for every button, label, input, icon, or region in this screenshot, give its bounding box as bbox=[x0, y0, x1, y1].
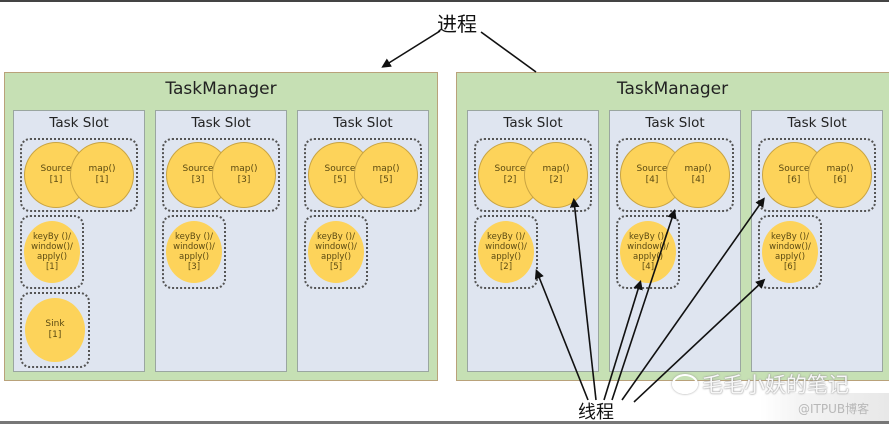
task-slot-title: Task Slot bbox=[49, 115, 109, 131]
source-map-chain: Source [3] map() [3] bbox=[162, 138, 280, 212]
keyby-window-apply-operator: keyBy ()/ window()/ apply() [2] bbox=[478, 221, 534, 283]
keyby-window-apply-operator: keyBy ()/ window()/ apply() [5] bbox=[308, 221, 364, 283]
task-slot-2: Task Slot Source [2] map() [2] keyBy ()/… bbox=[467, 110, 599, 372]
sink-group: Sink [1] bbox=[20, 292, 90, 368]
taskmanager-1: TaskManager Task Slot Source [1] map() [… bbox=[4, 72, 438, 381]
top-border bbox=[0, 0, 889, 2]
keyby-window-apply-group: keyBy ()/ window()/ apply() [1] bbox=[20, 215, 84, 289]
sink-operator: Sink [1] bbox=[25, 298, 85, 362]
map-operator: map() [3] bbox=[212, 142, 276, 208]
source-map-chain: Source [4] map() [4] bbox=[616, 138, 734, 212]
keyby-window-apply-group: keyBy ()/ window()/ apply() [5] bbox=[304, 215, 368, 289]
source-map-chain: Source [1] map() [1] bbox=[20, 138, 138, 212]
task-slot-3: Task Slot Source [3] map() [3] keyBy ()/… bbox=[155, 110, 287, 372]
task-slot-6: Task Slot Source [6] map() [6] keyBy ()/… bbox=[751, 110, 883, 372]
map-operator: map() [6] bbox=[808, 142, 872, 208]
task-slot-5: Task Slot Source [5] map() [5] keyBy ()/… bbox=[297, 110, 429, 372]
task-slot-4: Task Slot Source [4] map() [4] keyBy ()/… bbox=[609, 110, 741, 372]
source-map-chain: Source [2] map() [2] bbox=[474, 138, 592, 212]
keyby-window-apply-group: keyBy ()/ window()/ apply() [3] bbox=[162, 215, 226, 289]
watermark-band bbox=[760, 393, 889, 421]
task-slot-1: Task Slot Source [1] map() [1] keyBy ()/… bbox=[13, 110, 145, 372]
map-operator: map() [2] bbox=[524, 142, 588, 208]
task-slot-title: Task Slot bbox=[503, 115, 563, 131]
thread-label: 线程 bbox=[578, 402, 614, 423]
process-arrow-right bbox=[480, 31, 537, 73]
map-operator: map() [5] bbox=[354, 142, 418, 208]
keyby-window-apply-operator: keyBy ()/ window()/ apply() [1] bbox=[24, 221, 80, 283]
map-operator: map() [1] bbox=[70, 142, 134, 208]
keyby-window-apply-group: keyBy ()/ window()/ apply() [4] bbox=[616, 215, 680, 289]
taskmanager-title: TaskManager bbox=[165, 79, 277, 99]
source-map-chain: Source [6] map() [6] bbox=[758, 138, 876, 212]
wechat-icon bbox=[672, 374, 698, 394]
task-slot-title: Task Slot bbox=[645, 115, 705, 131]
watermark-account: 毛毛小妖的笔记 bbox=[702, 373, 849, 397]
taskmanager-title: TaskManager bbox=[616, 79, 729, 99]
keyby-window-apply-operator: keyBy ()/ window()/ apply() [3] bbox=[166, 221, 222, 283]
task-slot-title: Task Slot bbox=[333, 115, 393, 131]
taskmanager-2: TaskManager Task Slot Source [2] map() [… bbox=[456, 72, 889, 381]
task-slot-title: Task Slot bbox=[191, 115, 251, 131]
process-arrow-left bbox=[381, 30, 441, 68]
process-label: 进程 bbox=[437, 12, 477, 36]
keyby-window-apply-operator: keyBy ()/ window()/ apply() [4] bbox=[620, 221, 676, 283]
keyby-window-apply-group: keyBy ()/ window()/ apply() [2] bbox=[474, 215, 538, 289]
keyby-window-apply-operator: keyBy ()/ window()/ apply() [6] bbox=[762, 221, 818, 283]
source-map-chain: Source [5] map() [5] bbox=[304, 138, 422, 212]
bottom-border bbox=[0, 421, 889, 424]
keyby-window-apply-group: keyBy ()/ window()/ apply() [6] bbox=[758, 215, 822, 289]
map-operator: map() [4] bbox=[666, 142, 730, 208]
watermark-site: @ITPUB博客 bbox=[798, 402, 870, 416]
task-slot-title: Task Slot bbox=[787, 115, 847, 131]
watermark: 毛毛小妖的笔记 bbox=[672, 369, 849, 399]
